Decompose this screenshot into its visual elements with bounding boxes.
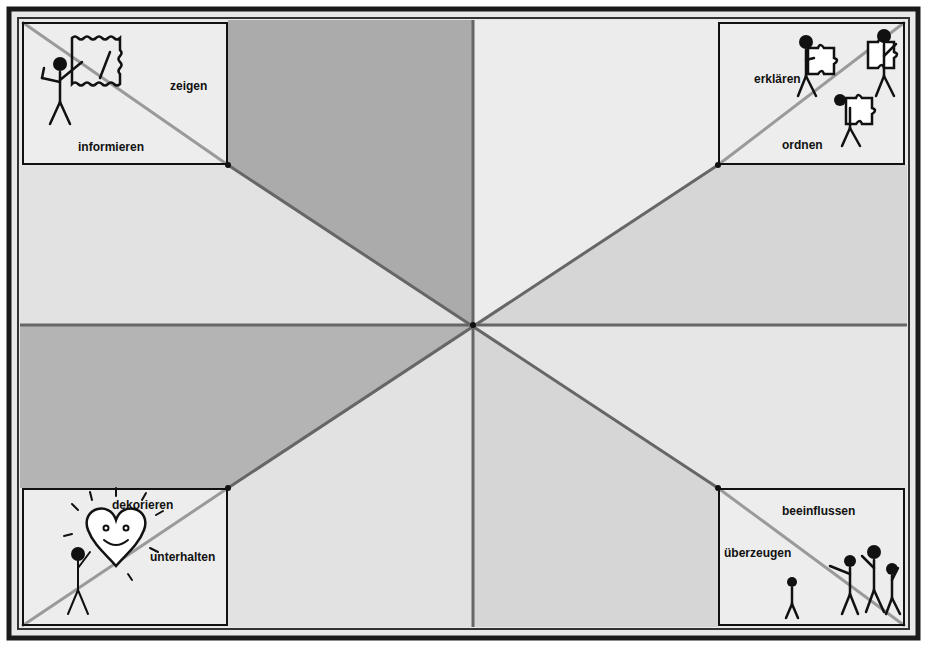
corner-box: dekorieren unterhalten bbox=[22, 488, 228, 626]
activity-label: zeigen bbox=[170, 79, 207, 93]
activity-label: dekorieren bbox=[112, 498, 173, 512]
activity-label: ordnen bbox=[782, 138, 823, 152]
corner-box: zeigen informieren bbox=[22, 22, 228, 165]
corner-box: beeinflussen überzeugen bbox=[718, 488, 905, 626]
activity-label: beeinflussen bbox=[782, 504, 855, 518]
activity-label: überzeugen bbox=[724, 546, 791, 560]
activity-label: erklären bbox=[754, 72, 801, 86]
activity-label: unterhalten bbox=[150, 550, 215, 564]
activity-label: informieren bbox=[78, 140, 144, 154]
corner-box: erklären ordnen bbox=[718, 22, 905, 165]
